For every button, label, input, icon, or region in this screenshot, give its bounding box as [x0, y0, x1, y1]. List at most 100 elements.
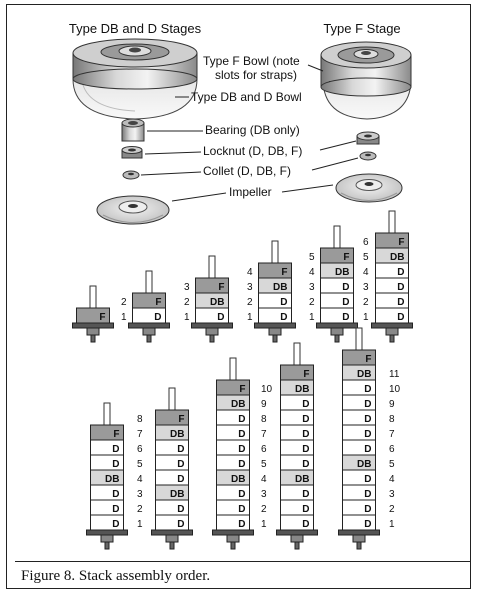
stage-number: 4	[389, 474, 395, 485]
stage-number: 7	[389, 429, 395, 440]
base-flange	[191, 322, 233, 329]
base-flange	[276, 529, 318, 536]
collet-part-left	[122, 170, 140, 180]
stage-number: 4	[137, 474, 143, 485]
stage-label: D	[112, 444, 119, 455]
figure-frame: Type DB and D Stages Type F Stage Type F…	[6, 4, 471, 589]
drive-pin	[356, 541, 362, 550]
callout-f-bowl-line1: Type F Bowl (note	[203, 54, 300, 68]
stage-number: 8	[137, 414, 143, 425]
stage-label: F	[113, 429, 119, 440]
stage-number: 7	[261, 429, 267, 440]
stage-label: D	[364, 384, 371, 395]
heading-f-stage: Type F Stage	[323, 21, 400, 36]
base-hub	[100, 534, 114, 543]
stage-number: 8	[389, 414, 395, 425]
stage-number: 2	[363, 297, 369, 308]
stage-label: D	[364, 444, 371, 455]
stage-label: DB	[357, 369, 371, 380]
stage-number: 4	[247, 267, 253, 278]
stage-number: 9	[261, 399, 267, 410]
stage-number: 7	[137, 429, 143, 440]
stage-number: 6	[261, 444, 267, 455]
stage-number: 9	[389, 399, 395, 410]
shaft	[229, 357, 237, 381]
base-hub	[385, 327, 399, 336]
stage-label: DB	[170, 489, 184, 500]
stage-number: 10	[389, 384, 401, 395]
stage-label: F	[303, 369, 309, 380]
stage-block	[76, 307, 110, 324]
stage-number: 5	[389, 459, 395, 470]
stage-label: D	[238, 414, 245, 425]
stage-number: 5	[309, 252, 315, 263]
stage-label: D	[364, 429, 371, 440]
base-flange	[316, 322, 358, 329]
shaft	[355, 327, 363, 351]
stage-block	[258, 262, 292, 279]
callout-db-d-bowl: Type DB and D Bowl	[191, 90, 302, 104]
shaft	[271, 240, 279, 264]
stage-label: D	[302, 459, 309, 470]
shaft	[293, 342, 301, 366]
stage-label: F	[398, 237, 404, 248]
stage-number: 2	[247, 297, 253, 308]
stage-label: D	[342, 282, 349, 293]
stage-label: D	[177, 504, 184, 515]
stage-label: D	[302, 519, 309, 530]
base-hub	[86, 327, 100, 336]
stage-label: D	[238, 444, 245, 455]
stage-number: 11	[389, 369, 400, 380]
stage-label: D	[302, 429, 309, 440]
base-hub	[205, 327, 219, 336]
stage-label: DB	[105, 474, 119, 485]
shaft	[333, 225, 341, 249]
stage-label: D	[364, 414, 371, 425]
stage-label: D	[112, 489, 119, 500]
shaft	[145, 270, 153, 294]
stage-label: DB	[295, 384, 309, 395]
base-flange	[86, 529, 128, 536]
callout-f-bowl-line2: slots for straps)	[215, 68, 297, 82]
shaft	[103, 402, 111, 426]
stage-label: D	[217, 312, 224, 323]
drive-pin	[104, 541, 110, 550]
stage-label: F	[239, 384, 245, 395]
stage-label: F	[281, 267, 287, 278]
stage-label: D	[154, 312, 161, 323]
stage-label: D	[342, 312, 349, 323]
stage-label: D	[364, 504, 371, 515]
stage-number: 1	[363, 312, 369, 323]
impeller-part-left	[96, 195, 170, 225]
collet-part-right	[359, 151, 377, 161]
stage-label: D	[238, 519, 245, 530]
db-d-bowl-illustration	[72, 38, 198, 120]
stage-number: 1	[137, 519, 143, 530]
stage-number: 2	[261, 504, 267, 515]
base-flange	[338, 529, 380, 536]
stage-number: 6	[389, 444, 395, 455]
stage-label: F	[365, 354, 371, 365]
stage-label: D	[238, 459, 245, 470]
stage-label: DB	[335, 267, 349, 278]
stage-label: D	[112, 459, 119, 470]
stage-label: DB	[170, 429, 184, 440]
stage-number: 4	[309, 267, 315, 278]
stage-number: 3	[261, 489, 267, 500]
stage-number: 8	[261, 414, 267, 425]
stage-label: D	[177, 444, 184, 455]
stage-label: D	[177, 474, 184, 485]
heading-db-d-stages: Type DB and D Stages	[69, 21, 202, 36]
stage-label: D	[397, 267, 404, 278]
drive-pin	[169, 541, 175, 550]
stage-block	[280, 364, 314, 381]
base-flange	[72, 322, 114, 329]
stage-label: DB	[231, 399, 245, 410]
stage-label: F	[99, 312, 105, 323]
stage-number: 2	[184, 297, 190, 308]
